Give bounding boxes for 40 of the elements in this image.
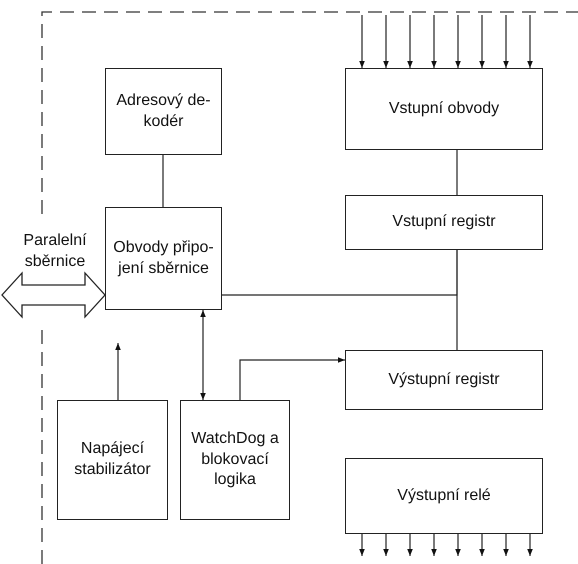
bus-double-arrow bbox=[1, 271, 106, 319]
arrow bbox=[479, 534, 485, 556]
block-label: Obvody připo-jení sběrnice bbox=[112, 238, 215, 278]
block-box bbox=[180, 400, 290, 520]
block-box bbox=[57, 400, 168, 520]
block-label: Adresový de-kodér bbox=[115, 90, 212, 132]
connector-line bbox=[162, 155, 164, 207]
connector-line bbox=[456, 150, 458, 195]
block-box bbox=[345, 68, 543, 150]
block-label: Výstupní registr bbox=[388, 370, 500, 390]
block-box bbox=[345, 350, 543, 410]
connector-line bbox=[456, 250, 458, 350]
arrow bbox=[383, 534, 389, 556]
block-box bbox=[345, 195, 543, 250]
arrow bbox=[527, 15, 533, 68]
arrow bbox=[407, 15, 413, 68]
block-box bbox=[105, 68, 222, 155]
arrow bbox=[200, 310, 206, 400]
block-box bbox=[345, 458, 543, 534]
arrow bbox=[359, 15, 365, 68]
block-label: Vstupní registr bbox=[392, 212, 496, 232]
block-box bbox=[105, 207, 222, 310]
arrow bbox=[359, 534, 365, 556]
arrow bbox=[239, 357, 345, 400]
arrow bbox=[503, 534, 509, 556]
arrow bbox=[455, 15, 461, 68]
arrow bbox=[115, 343, 121, 400]
arrow bbox=[431, 15, 437, 68]
block-label: Napájecí stabilizátor bbox=[73, 439, 152, 480]
block-label: Výstupní relé bbox=[397, 486, 491, 506]
arrow bbox=[407, 534, 413, 556]
block-label: Vstupní obvody bbox=[388, 98, 500, 119]
arrow bbox=[503, 15, 509, 68]
arrow bbox=[527, 534, 533, 556]
arrow bbox=[431, 534, 437, 556]
block-label: WatchDog a blokovací logika bbox=[191, 428, 279, 490]
arrow bbox=[455, 534, 461, 556]
arrow bbox=[479, 15, 485, 68]
bus-label: Paralelní sběrnice bbox=[22, 231, 88, 272]
arrow bbox=[383, 15, 389, 68]
